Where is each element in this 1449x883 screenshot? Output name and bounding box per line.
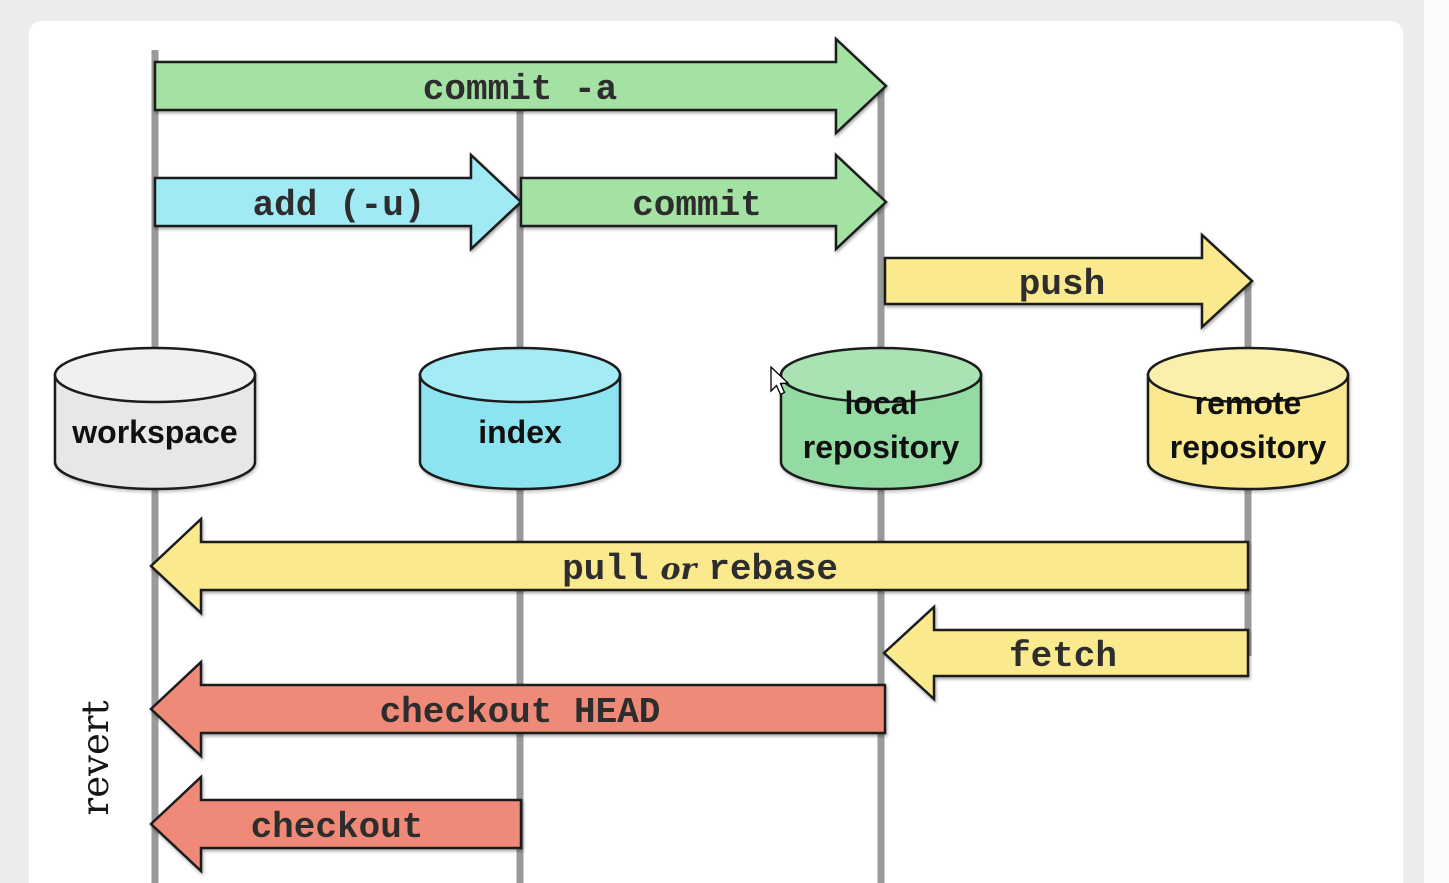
store-remote-repository-body: [1146, 373, 1350, 491]
store-local-repository-label-line1: local: [845, 385, 918, 421]
store-workspace: workspace: [53, 346, 257, 491]
store-workspace-body: [53, 373, 257, 491]
store-index-body: [418, 373, 622, 491]
store-remote-repository-label-line2: repository: [1170, 429, 1327, 465]
store-index-label: index: [478, 414, 562, 450]
arrow-add-u: add (-u): [153, 152, 523, 252]
arrow-fetch-label: fetch: [1009, 636, 1117, 677]
arrow-fetch: fetch: [882, 604, 1250, 702]
arrow-checkout-head: checkout HEAD: [149, 659, 887, 759]
arrow-add-u-label: add (-u): [253, 185, 426, 226]
store-workspace-label: workspace: [71, 414, 237, 450]
store-local-repository-label-line2: repository: [803, 429, 960, 465]
arrow-pull-or-rebase-shape: [149, 516, 1250, 616]
store-local-repository: local repository: [779, 346, 983, 491]
arrow-push-shape: [883, 232, 1254, 330]
or-label-part: or: [660, 552, 698, 587]
arrow-commit-a-shape: [153, 36, 888, 136]
arrow-commit-shape: [519, 152, 888, 252]
revert-label: revert: [74, 700, 117, 815]
store-remote-repository-top: [1146, 346, 1350, 404]
arrow-add-u-shape: [153, 152, 523, 252]
pull-label-part: pull: [562, 549, 648, 590]
store-remote-repository: remote repository: [1146, 346, 1350, 491]
arrow-commit-label: commit: [632, 185, 762, 226]
store-index-top: [418, 346, 622, 404]
mouse-cursor-icon: [770, 365, 790, 396]
store-index: index: [418, 346, 622, 491]
store-local-repository-body: [779, 373, 983, 491]
rebase-label-part: rebase: [708, 549, 838, 590]
arrow-checkout-shape: [149, 774, 523, 874]
arrow-push-label: push: [1019, 264, 1105, 305]
arrow-checkout-head-label: checkout HEAD: [380, 692, 661, 733]
arrow-commit: commit: [519, 152, 888, 252]
arrow-push: push: [883, 232, 1254, 330]
arrow-checkout-label: checkout: [251, 807, 424, 848]
right-panel-strip: [1424, 0, 1449, 883]
arrow-checkout: checkout: [149, 774, 523, 874]
arrow-commit-a: commit -a: [153, 36, 888, 136]
store-local-repository-top: [779, 346, 983, 404]
store-remote-repository-label-line1: remote: [1195, 385, 1302, 421]
store-workspace-top: [53, 346, 257, 404]
arrow-commit-a-label: commit -a: [423, 69, 617, 110]
arrow-fetch-shape: [882, 604, 1250, 702]
arrow-checkout-head-shape: [149, 659, 887, 759]
